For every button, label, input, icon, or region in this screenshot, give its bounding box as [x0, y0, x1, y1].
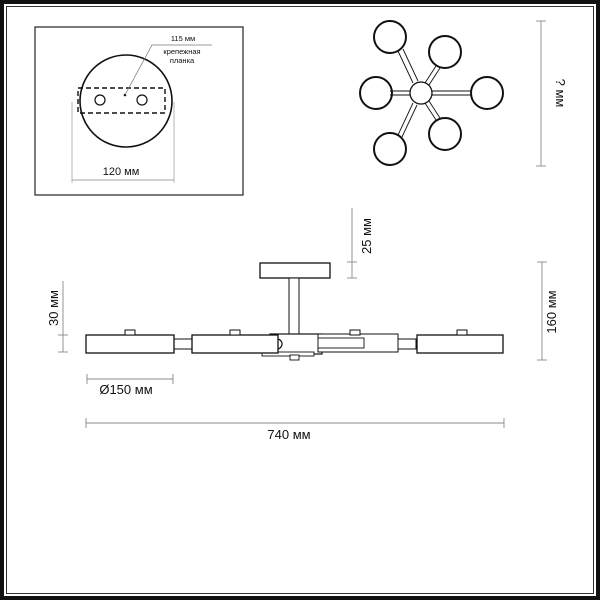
- cap-mid-right: [349, 329, 361, 336]
- screw-hole-right: [136, 94, 148, 106]
- plate-diameter-label: 120 мм: [103, 166, 140, 178]
- shade-left: [359, 76, 393, 110]
- screw-hole-left: [94, 94, 106, 106]
- canopy-height-dimension: [347, 208, 357, 279]
- canopy-height-label: 25 мм: [359, 218, 374, 254]
- bracket-name-line2: планка: [170, 56, 195, 65]
- cap-mid-left: [229, 329, 241, 336]
- shade-diameter-label: Ø150 мм: [99, 382, 152, 397]
- cap-far-left: [124, 329, 136, 336]
- hub-bottom-plate: [261, 351, 315, 357]
- connector-right: [395, 338, 417, 350]
- stem: [288, 277, 300, 335]
- top-view-diameter-dimension: ? мм: [536, 20, 568, 167]
- shade-diameter-dimension: [86, 374, 174, 384]
- arm-inner: [317, 337, 365, 349]
- canopy: [259, 262, 331, 279]
- shade-top-right: [428, 35, 462, 69]
- shade-bottom-right: [428, 117, 462, 151]
- shade-top-left: [373, 20, 407, 54]
- inner-frame: [6, 6, 594, 594]
- shade-far-right: [416, 334, 504, 354]
- mount-plate-view: 115 мм крепежная планка 120 мм: [34, 26, 244, 196]
- mount-plate-circle: [79, 54, 173, 148]
- bracket-width-label: 115 мм: [171, 34, 195, 43]
- total-height-label: 160 мм: [544, 290, 559, 333]
- top-view: [359, 20, 504, 166]
- total-height-dimension: [537, 261, 547, 361]
- shade-height-label: 30 мм: [46, 290, 61, 326]
- mounting-bracket-dashed: [77, 87, 166, 114]
- hub-bottom-tab: [289, 354, 300, 361]
- shade-far-left: [85, 334, 175, 354]
- shade-height-dimension: [58, 281, 68, 353]
- side-view: [85, 262, 504, 361]
- leader-line: [124, 44, 212, 96]
- connector-left: [173, 338, 193, 350]
- total-width-label: 740 мм: [267, 427, 310, 442]
- bracket-name-line1: крепежная: [163, 47, 200, 56]
- center-hub: [409, 81, 433, 105]
- total-width-dimension: [85, 418, 505, 428]
- shade-mid-left: [191, 334, 279, 354]
- inset-box: [34, 26, 244, 196]
- shade-bottom-left: [373, 132, 407, 166]
- top-view-diameter-label: ? мм: [553, 79, 568, 108]
- shade-right: [470, 76, 504, 110]
- cap-far-right: [456, 329, 468, 336]
